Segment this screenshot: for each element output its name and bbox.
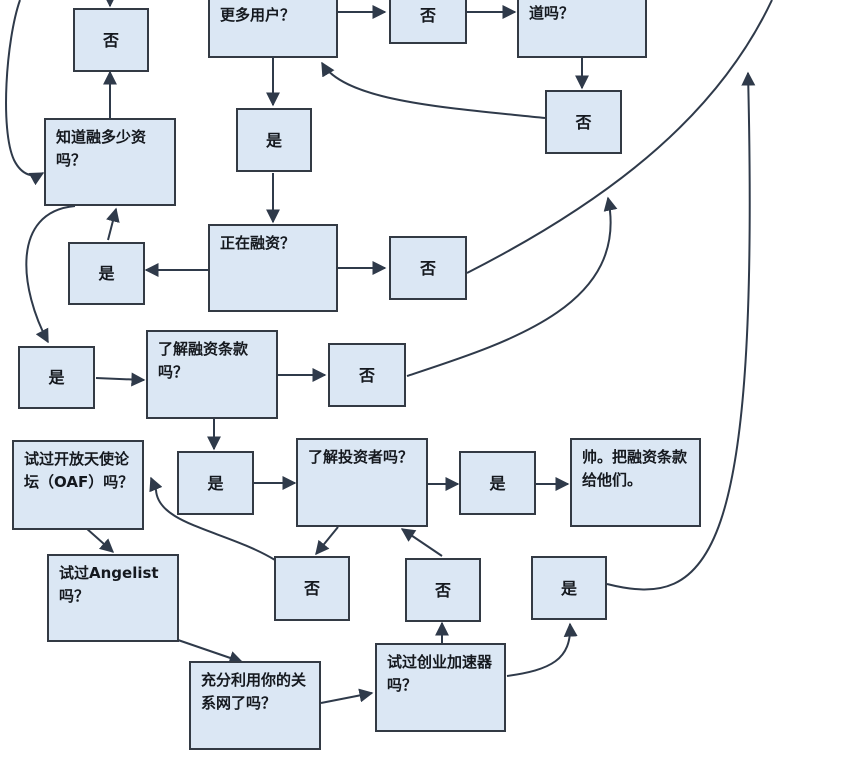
arrow-oaf-to-angelist (85, 527, 115, 553)
no-box-investors-left: 否 (274, 556, 350, 621)
decision-currently-fundraising: 正在融资？ (208, 224, 338, 312)
arrow-know-funding-down-yes (25, 205, 76, 344)
yes-box-accelerator: 是 (531, 556, 607, 620)
yes-box-investors: 是 (459, 451, 536, 515)
arrow-yes-up-right-loop (606, 71, 756, 591)
arrow-yes-up-know-funding (106, 207, 120, 241)
arrow-no-up-investors (400, 528, 443, 557)
no-box-top-middle: 否 (389, 0, 467, 44)
yes-box-fundraising: 是 (68, 242, 145, 305)
arrow-no-fundraising-up-right (466, 0, 773, 274)
decision-understand-investors: 了解投资者吗？ (296, 438, 428, 527)
arrow-accelerator-up-yes (506, 622, 578, 677)
decision-know-funding-amount: 知道融多少资吗？ (44, 118, 176, 206)
decision-tried-angelist: 试过Angelist吗？ (47, 554, 179, 642)
no-box-investors-right: 否 (405, 558, 481, 622)
arrow-network-to-accelerator (320, 688, 374, 704)
decision-understand-terms: 了解融资条款吗？ (146, 330, 278, 419)
arrow-no-terms-up (406, 196, 618, 377)
decision-use-network: 充分利用你的关系网了吗？ (189, 661, 321, 750)
decision-tried-accelerator: 试过创业加速器吗？ (375, 643, 506, 732)
no-box-top-left: 否 (73, 8, 149, 72)
no-box-top-right: 否 (545, 90, 622, 154)
yes-box-users: 是 (236, 108, 312, 172)
arrow-investors-down-no (315, 526, 339, 556)
yes-box-terms: 是 (177, 451, 254, 515)
no-box-terms: 否 (328, 343, 406, 407)
arrow-angelist-to-network (177, 639, 244, 665)
arrow-left-loop-into-know-funding (5, 0, 45, 186)
decision-more-users: 更多用户？ (208, 0, 338, 58)
arrow-no-back-to-oaf (149, 476, 276, 561)
arrow-no-back-to-users (321, 61, 546, 119)
no-box-fundraising: 否 (389, 236, 467, 300)
final-outcome-box: 帅。把融资条款给他们。 (570, 438, 701, 527)
yes-box-know-funding: 是 (18, 346, 95, 409)
arrow-yes-to-terms (95, 372, 146, 387)
decision-tried-oaf: 试过开放天使论坛（OAF）吗？ (12, 440, 144, 530)
decision-know-question: 道吗？ (517, 0, 647, 58)
